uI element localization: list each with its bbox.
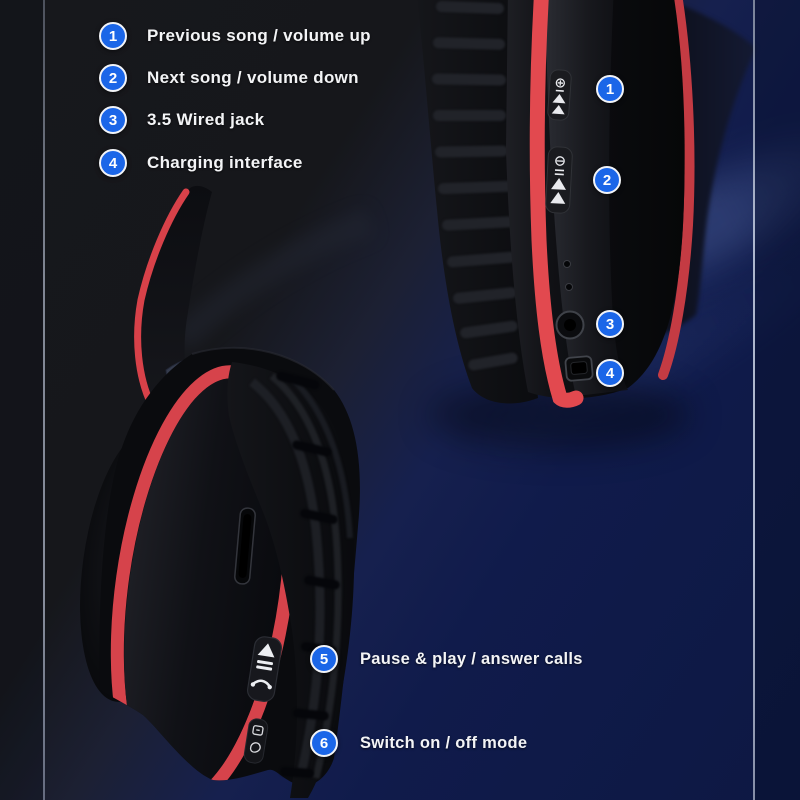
pause-icon	[257, 659, 274, 666]
legend-number-badge: 1	[99, 22, 127, 50]
red-trim-ring-near	[529, 0, 584, 408]
circle-minus-icon	[555, 156, 565, 166]
power-switch-button[interactable]	[243, 718, 269, 764]
legend-label: 3.5 Wired jack	[147, 110, 265, 129]
earcup-inner-face	[124, 378, 284, 787]
volume-up-button[interactable]	[547, 69, 572, 121]
legend-label: Next song / volume down	[147, 68, 359, 87]
headphone-earcup-side-view	[417, 0, 756, 408]
left-edge-strip	[0, 0, 43, 800]
legend-number-badge: 2	[99, 64, 127, 92]
callout-marker-6: 6	[310, 729, 338, 757]
legend-item: 3 3.5 Wired jack	[99, 106, 264, 134]
callout-label-pause-play: Pause & play / answer calls	[360, 649, 583, 668]
power-icon	[249, 725, 264, 753]
circle-plus-icon	[555, 78, 565, 88]
earpad-pleats	[432, 1, 518, 371]
play-pause-button[interactable]	[246, 635, 283, 702]
callout-marker-4: 4	[596, 359, 624, 387]
volume-down-button[interactable]	[545, 146, 573, 214]
earpad-pleat-ridges	[249, 373, 353, 779]
headband-shadow-strand	[170, 208, 375, 351]
earpad-cushion-angled	[227, 362, 355, 798]
play-icon	[257, 643, 275, 658]
callout-label-switch: Switch on / off mode	[360, 733, 528, 752]
legend-label: Previous song / volume up	[147, 26, 371, 45]
earcup-shell-highlight	[191, 346, 335, 391]
legend-item: 1 Previous song / volume up	[99, 22, 371, 50]
legend-item: 2 Next song / volume down	[99, 64, 359, 92]
skip-forward-icon	[551, 89, 566, 115]
legend-number-badge: 4	[99, 149, 127, 177]
legend-item: 4 Charging interface	[99, 149, 303, 177]
usb-charging-port[interactable]	[564, 355, 594, 382]
legend-number-badge: 3	[99, 106, 127, 134]
red-trim-ring-far	[658, 0, 695, 380]
legend-label: Charging interface	[147, 153, 303, 172]
headphone-earcup-angled-view	[80, 185, 375, 798]
callout-marker-1: 1	[596, 75, 624, 103]
callout-marker-2: 2	[593, 166, 621, 194]
mic-holes	[563, 260, 573, 291]
aux-jack-port[interactable]	[555, 310, 585, 340]
memory-card-slot[interactable]	[234, 507, 256, 585]
phone-icon	[250, 679, 272, 690]
callout-marker-3: 3	[596, 310, 624, 338]
skip-back-icon	[550, 169, 566, 204]
callout-marker-5: 5	[310, 645, 338, 673]
